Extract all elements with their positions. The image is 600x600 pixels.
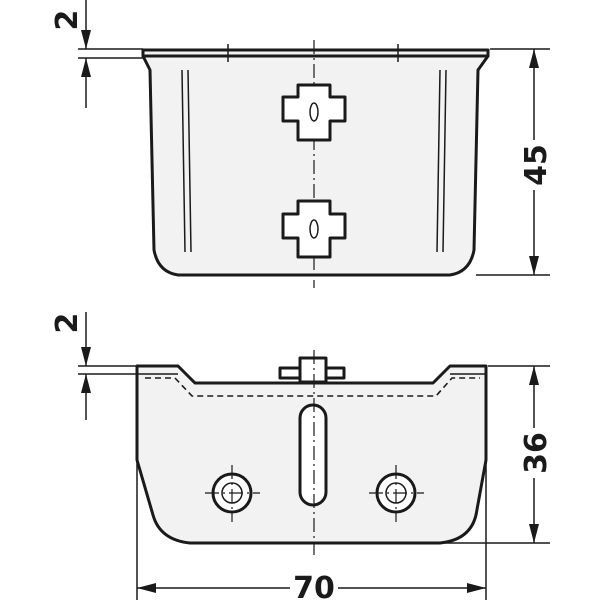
top-view-body: [141, 48, 490, 277]
cross-hole-upper: [281, 83, 347, 142]
slot-upper: [309, 102, 319, 122]
slot-lower: [309, 219, 319, 239]
front-view: 2 36 70: [50, 312, 554, 600]
top-view: 2 45: [50, 0, 554, 288]
right-rib: [436, 69, 441, 253]
hidden-line: [145, 377, 480, 397]
dim-70-label: 70: [293, 571, 335, 600]
cross-hole-lower: [281, 199, 347, 259]
vertical-slot: [298, 403, 328, 507]
front-dim-2-label: 2: [50, 313, 85, 334]
dim-36-label: 36: [519, 432, 554, 474]
dim-45-label: 45: [519, 144, 554, 186]
left-rib: [181, 69, 186, 253]
top-dim-2-label: 2: [50, 10, 85, 31]
